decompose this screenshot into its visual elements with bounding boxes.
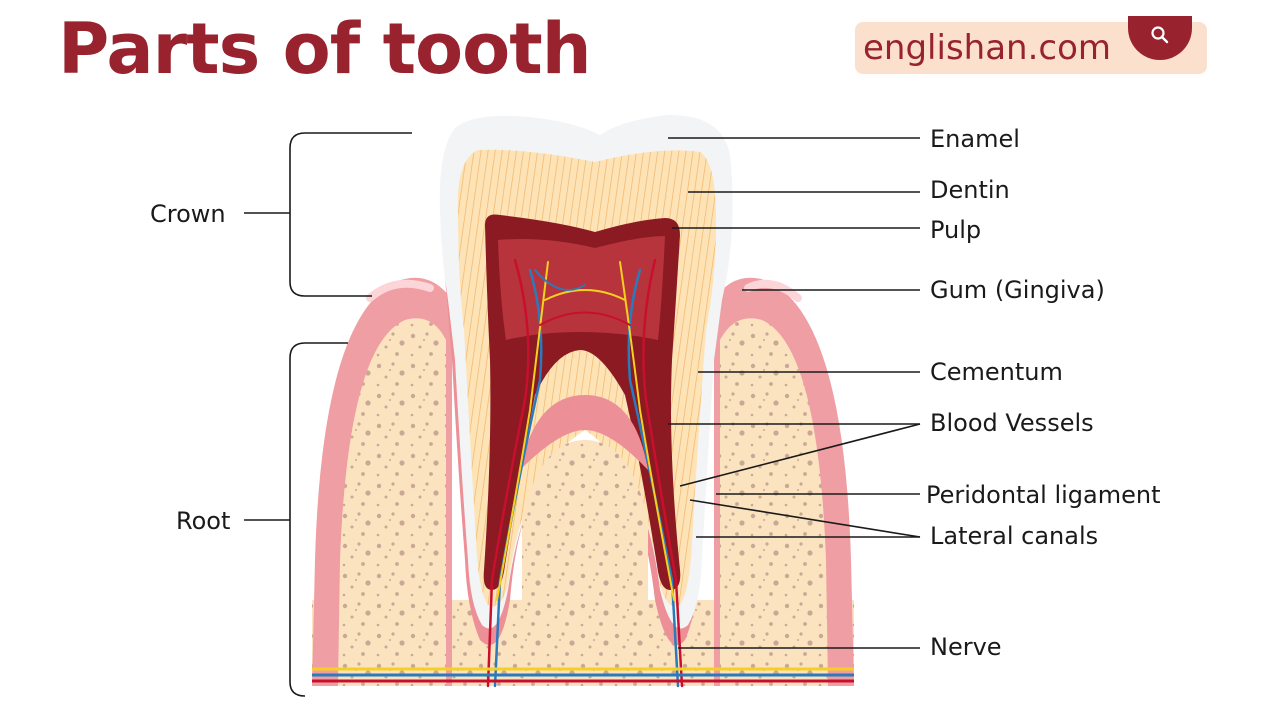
label-dentin: Dentin <box>930 176 1010 204</box>
label-lateral-canals: Lateral canals <box>930 522 1098 550</box>
bone-center <box>522 440 648 686</box>
label-blood-vessels: Blood Vessels <box>930 409 1094 437</box>
brand-text: englishan.com <box>863 28 1112 68</box>
root-bracket <box>289 342 348 697</box>
label-enamel: Enamel <box>930 125 1020 153</box>
label-pulp: Pulp <box>930 216 981 244</box>
label-crown: Crown <box>150 200 226 228</box>
crown-bracket <box>289 132 412 297</box>
bone-right <box>720 318 828 686</box>
label-root: Root <box>176 507 230 535</box>
search-icon <box>1151 26 1169 44</box>
label-gum: Gum (Gingiva) <box>930 276 1105 304</box>
label-cementum: Cementum <box>930 358 1063 386</box>
label-nerve: Nerve <box>930 633 1002 661</box>
brand-badge[interactable]: englishan.com <box>855 16 1207 74</box>
bone-left <box>338 318 446 686</box>
page-title: Parts of tooth <box>58 8 592 90</box>
label-periodontal-ligament: Peridontal ligament <box>926 481 1161 509</box>
